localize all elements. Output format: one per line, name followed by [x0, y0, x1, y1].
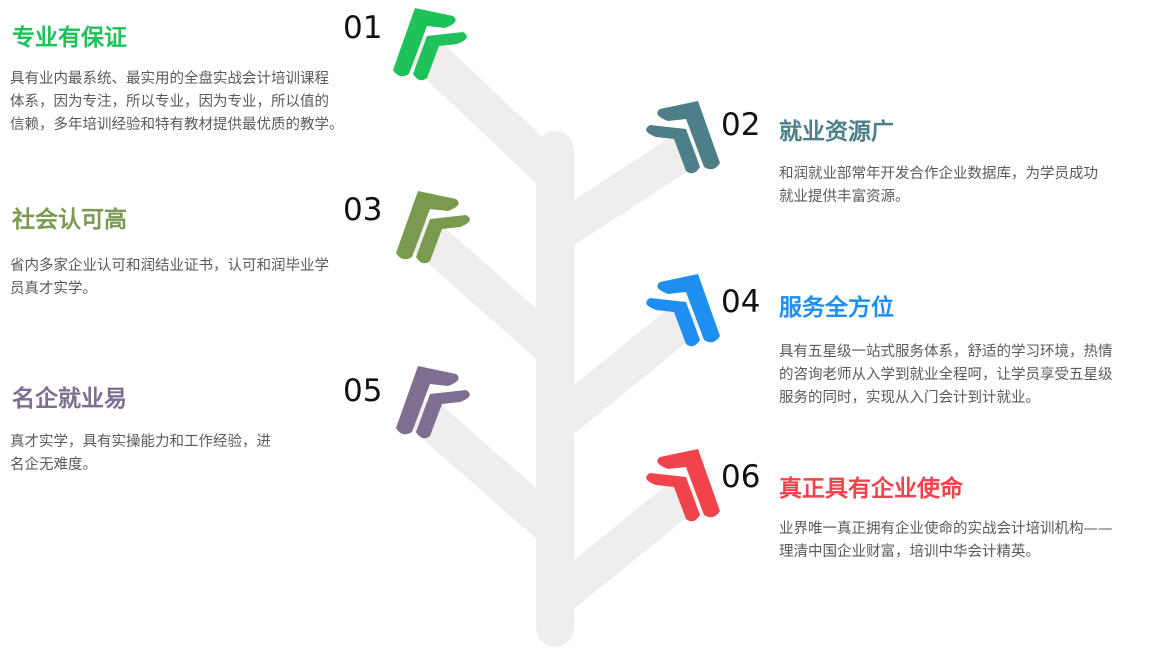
item-desc-02-line-2: 就业提供丰富资源。: [779, 189, 910, 205]
item-desc-04-line-3: 服务的同时，实现从入门会计到计就业。: [779, 390, 1040, 406]
branch-02: [536, 136, 697, 254]
item-desc-02-line-1: 和润就业部常年开发合作企业数据库，为学员成功: [779, 166, 1098, 182]
branch-03: [411, 221, 574, 369]
item-desc-06-line-1: 业界唯一真正拥有企业使命的实战会计培训机构——: [779, 521, 1113, 537]
item-desc-03-line-2: 员真才实学。: [10, 281, 97, 297]
item-desc-03: 省内多家企业认可和润结业证书，认可和润毕业学 员真才实学。: [10, 255, 329, 301]
item-desc-04-line-2: 的咨询老师从入学到就业全程呵，让学员享受五星级: [779, 367, 1113, 383]
item-desc-05-line-1: 真才实学，具有实操能力和工作经验，进: [10, 434, 271, 450]
branch-01: [409, 36, 574, 194]
item-title-03: 社会认可高: [12, 207, 127, 233]
item-desc-05: 真才实学，具有实操能力和工作经验，进 名企无难度。: [10, 431, 271, 477]
item-title-05: 名企就业易: [12, 386, 127, 412]
item-desc-05-line-2: 名企无难度。: [10, 457, 97, 473]
item-number-05: 05: [343, 373, 383, 409]
item-desc-01: 具有业内最系统、最实用的全盘实战会计培训课程 体系，因为专注，所以专业，因为专业…: [10, 68, 344, 137]
item-title-02: 就业资源广: [779, 119, 894, 145]
item-desc-06-line-2: 理清中国企业财富，培训中华会计精英。: [779, 544, 1040, 560]
chevron-mark-03-icon: [396, 191, 470, 264]
item-number-02: 02: [721, 107, 761, 143]
item-desc-04-line-1: 具有五星级一站式服务体系，舒适的学习环境，热情: [779, 344, 1113, 360]
item-number-03: 03: [343, 192, 383, 228]
item-desc-04: 具有五星级一站式服务体系，舒适的学习环境，热情 的咨询老师从入学到就业全程呵，让…: [779, 341, 1113, 410]
item-desc-01-line-3: 信赖，多年培训经验和特有教材提供最优质的教学。: [10, 117, 344, 133]
item-desc-01-line-2: 体系，因为专注，所以专业，因为专业，所以值的: [10, 94, 329, 110]
item-title-06: 真正具有企业使命: [779, 476, 963, 502]
item-desc-03-line-1: 省内多家企业认可和润结业证书，认可和润毕业学: [10, 258, 329, 274]
branch-04: [536, 306, 697, 444]
item-desc-02: 和润就业部常年开发合作企业数据库，为学员成功 就业提供丰富资源。: [779, 163, 1098, 209]
tree-trunk-branches: [409, 36, 697, 647]
item-title-04: 服务全方位: [779, 295, 894, 321]
item-number-06: 06: [721, 459, 761, 495]
chevron-mark-05-icon: [396, 366, 470, 439]
item-desc-01-line-1: 具有业内最系统、最实用的全盘实战会计培训课程: [10, 71, 329, 87]
chevron-mark-04-icon: [646, 274, 720, 347]
item-number-01: 01: [343, 10, 383, 46]
item-title-01: 专业有保证: [12, 25, 127, 51]
item-number-04: 04: [721, 284, 761, 320]
branch-06: [536, 481, 697, 619]
chevron-mark-02-icon: [646, 101, 720, 174]
item-desc-06: 业界唯一真正拥有企业使命的实战会计培训机构—— 理清中国企业财富，培训中华会计精…: [779, 518, 1113, 564]
chevron-mark-06-icon: [646, 449, 720, 522]
chevron-mark-01-icon: [393, 8, 467, 81]
branch-05: [411, 401, 574, 549]
